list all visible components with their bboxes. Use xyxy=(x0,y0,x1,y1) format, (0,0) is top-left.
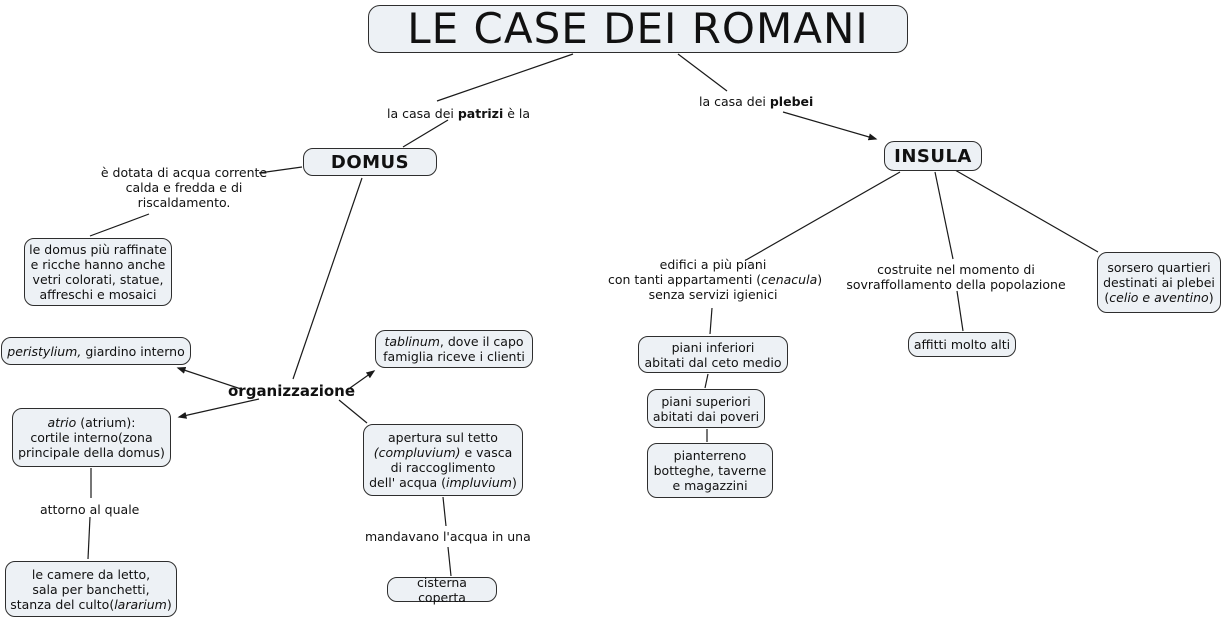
connector-apertura-mandavano xyxy=(442,496,447,527)
connector-dotata-raffinate xyxy=(89,213,150,237)
title-node[interactable]: LE CASE DEI ROMANI xyxy=(368,5,908,53)
node-cisterna[interactable]: cisterna coperta xyxy=(387,575,497,605)
node-tablinum[interactable]: tablinum, dove il capo famiglia riceve i… xyxy=(375,330,533,368)
node-piani-superiori[interactable]: piani superiori abitati dai poveri xyxy=(647,389,765,428)
node-sorsero[interactable]: sorsero quartieri destinati ai plebei (c… xyxy=(1097,252,1221,313)
connector-edifici-inferiori xyxy=(709,307,713,335)
node-affitti[interactable]: affitti molto alti xyxy=(908,332,1016,357)
connector-attorno-camere xyxy=(87,516,91,560)
page-title: LE CASE DEI ROMANI xyxy=(407,4,869,53)
node-atrio[interactable]: atrio (atrium): cortile interno(zona pri… xyxy=(12,408,171,467)
connector-organizzazione-apertura xyxy=(338,399,368,424)
node-insula[interactable]: INSULA xyxy=(884,141,982,171)
connector-organizzazione-tablinum xyxy=(349,370,376,389)
connector-inferiori-superiori xyxy=(704,373,709,389)
connector-organizzazione-atrio xyxy=(177,398,260,419)
connector-patrizi-domus xyxy=(402,119,449,148)
connector-organizzazione-peristylium xyxy=(176,367,242,390)
node-pianterreno[interactable]: pianterreno botteghe, taverne e magazzin… xyxy=(647,443,773,498)
node-domus[interactable]: DOMUS xyxy=(303,148,437,176)
connector-title-patrizi xyxy=(436,53,574,102)
link-label-mandavano[interactable]: mandavano l'acqua in una xyxy=(365,529,531,544)
connector-domus-dotata xyxy=(258,166,303,174)
label-dotata[interactable]: è dotata di acqua corrente calda e fredd… xyxy=(100,165,268,210)
link-label-organizzazione[interactable]: organizzazione xyxy=(228,382,355,400)
connector-mandavano-cisterna xyxy=(447,546,452,577)
label-costruite[interactable]: costruite nel momento di sovraffollament… xyxy=(846,262,1066,292)
link-label-attorno[interactable]: attorno al quale xyxy=(40,502,140,517)
connector-costruite-affitti xyxy=(956,290,964,332)
connector-insula-costruite xyxy=(934,171,954,260)
node-camere[interactable]: le camere da letto, sala per banchetti, … xyxy=(5,561,177,617)
node-apertura[interactable]: apertura sul tetto (compluvium) e vasca … xyxy=(363,424,523,496)
connector-plebei-insula xyxy=(782,111,878,141)
link-label-plebei[interactable]: la casa dei plebei xyxy=(699,94,814,109)
node-raffinate[interactable]: le domus più raffinate e ricche hanno an… xyxy=(24,238,172,306)
node-piani-inferiori[interactable]: piani inferiori abitati dal ceto medio xyxy=(638,336,788,373)
connector-insula-edifici xyxy=(745,171,901,261)
connector-title-plebei xyxy=(677,53,728,92)
connector-domus-organizzazione xyxy=(292,177,363,380)
connector-insula-sorsero xyxy=(954,169,1099,253)
node-peristylium[interactable]: peristylium, giardino interno xyxy=(1,337,191,365)
link-label-patrizi[interactable]: la casa dei patrizi è la xyxy=(387,106,531,121)
label-edifici[interactable]: edifici a più piani con tanti appartamen… xyxy=(608,257,823,302)
